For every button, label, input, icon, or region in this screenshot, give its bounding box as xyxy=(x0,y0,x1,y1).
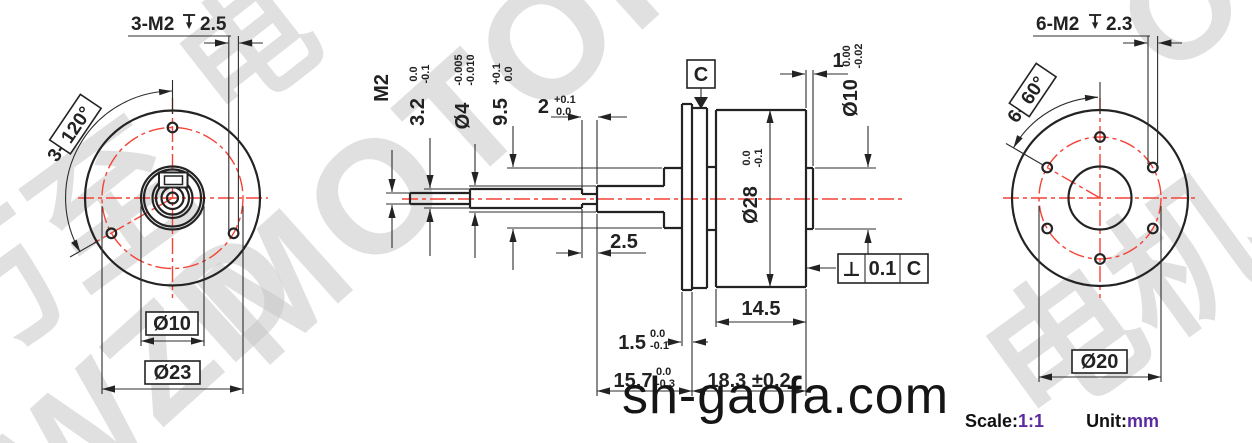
side-flange-thk-dim: 1.5 0.0 -0.1 xyxy=(618,292,708,354)
dim-body-tol-lo: -0.1 xyxy=(753,149,765,168)
dim-pilot-tol-hi: +0.1 xyxy=(491,63,503,85)
datum-triangle xyxy=(694,97,708,109)
dim-tip-tol-hi: 0.0 xyxy=(408,66,420,81)
dim-groove-tol-lo: 0.0 xyxy=(556,106,571,118)
rear-thread-note: 6-M2 2.3 xyxy=(1033,14,1182,164)
side-shaft-dims: M2 3.2 0.0 -0.1 Ø4 -0.005 -0.010 9.5 +0.… xyxy=(371,54,662,270)
rear-view: 6-M2 2.3 6- 60° xyxy=(1003,14,1197,382)
dim-flange-thk: 1.5 xyxy=(618,332,646,354)
side-body-len-dim: 14.5 xyxy=(715,289,806,327)
dim-groove-offset: 2.5 xyxy=(610,231,638,253)
dim-flange-tol-lo: -0.1 xyxy=(650,340,669,352)
front-thread-depth-text: 2.5 xyxy=(200,14,227,35)
dim-groove-tol-hi: +0.1 xyxy=(554,94,576,106)
side-shaft xyxy=(408,184,664,214)
side-rear-step-dim: 1 xyxy=(780,50,848,166)
front-boss-dim: Ø10 xyxy=(140,206,205,346)
front-thread-note: 3-M2 2.5 xyxy=(128,14,263,231)
dim-shaft-dia: Ø4 xyxy=(452,102,474,130)
dim-shaft-tol-lo: -0.010 xyxy=(465,54,477,85)
unit-label: Unit: xyxy=(1086,411,1127,431)
dim-overall-len: 18.3 ±0.2 xyxy=(707,370,790,392)
dim-rear-boss-dia: Ø10 xyxy=(840,79,862,117)
dim-pilot-dia: 9.5 xyxy=(490,98,512,126)
dim-rear-boss-tol-lo: -0.02 xyxy=(853,43,865,68)
side-body xyxy=(662,102,815,292)
rear-bolt-circle-dim: Ø20 xyxy=(1038,206,1162,382)
datum-c-flag: C xyxy=(686,59,716,109)
dim-thread: M2 xyxy=(371,74,393,102)
scale-label: Scale: xyxy=(965,411,1018,431)
rear-thread-note-text: 6-M2 xyxy=(1036,14,1079,35)
dim-shaft-len-tol-lo: -0.3 xyxy=(656,378,675,390)
unit-value: mm xyxy=(1127,411,1159,431)
fcf-perpendicularity: ⊥ 0.1 C xyxy=(807,253,929,284)
dim-flange-tol-hi: 0.0 xyxy=(650,328,665,340)
side-groove-offset-dim: 2.5 xyxy=(556,209,646,258)
rear-bolt-circle xyxy=(1038,136,1162,260)
side-groove-dim: 2 +0.1 0.0 xyxy=(538,94,627,192)
dim-body-tol-hi: 0.0 xyxy=(741,150,753,165)
rear-bolt-circle-text: Ø20 xyxy=(1081,351,1119,373)
scale-value: 1:1 xyxy=(1018,411,1044,431)
dim-shaft-len-tol-hi: 0.0 xyxy=(656,366,671,378)
fcf-datum: C xyxy=(907,258,921,280)
front-thread-note-text: 3-M2 xyxy=(131,14,174,35)
front-bolt-circle-text: Ø23 xyxy=(154,362,192,384)
fcf-tolerance: 0.1 xyxy=(869,258,897,280)
dim-tip-dia: 3.2 xyxy=(407,98,429,126)
side-body-dia-dim: Ø28 0.0 -0.1 xyxy=(740,110,774,287)
dim-shaft-tol-hi: -0.005 xyxy=(453,54,465,85)
dim-groove-width: 2 xyxy=(538,96,549,118)
rear-angle-note: 6- 60° xyxy=(1004,62,1101,166)
watermark-cn-top: 电 xyxy=(152,0,344,147)
watermark-cn-right: 电机 xyxy=(955,146,1252,443)
dim-body-dia: Ø28 xyxy=(740,186,762,224)
dim-rear-boss-tol-hi: 0.00 xyxy=(841,45,853,66)
datum-c-label: C xyxy=(694,64,708,86)
dim-body-len: 14.5 xyxy=(742,298,781,320)
website-watermark: sh-gaofa.com xyxy=(622,367,949,425)
rear-thread-depth-text: 2.3 xyxy=(1106,14,1132,35)
side-rear-boss-dim: Ø10 0.00 -0.02 xyxy=(815,43,876,271)
depth-symbol-icon xyxy=(1089,14,1102,30)
dim-tip-tol-lo: -0.1 xyxy=(420,65,432,84)
side-length-chain-dims: 15.7 0.0 -0.3 18.3 ±0.2 xyxy=(596,214,807,396)
drawing-footer: Scale:1:1 Unit:mm xyxy=(965,411,1159,431)
front-bolt-circle-dim: Ø23 xyxy=(101,206,244,394)
fcf-symbol: ⊥ xyxy=(842,259,860,281)
rear-center-hole xyxy=(1067,165,1133,231)
dim-rear-step: 1 xyxy=(832,50,843,72)
front-shaft-detail xyxy=(139,165,206,231)
front-boss-dia-text: Ø10 xyxy=(153,313,191,335)
side-view: M2 3.2 0.0 -0.1 Ø4 -0.005 -0.010 9.5 +0.… xyxy=(371,43,929,396)
dim-pilot-tol-lo: 0.0 xyxy=(503,66,515,81)
dim-shaft-len: 15.7 xyxy=(614,370,653,392)
depth-symbol-icon xyxy=(183,14,196,30)
front-bolt-circle xyxy=(101,126,244,270)
